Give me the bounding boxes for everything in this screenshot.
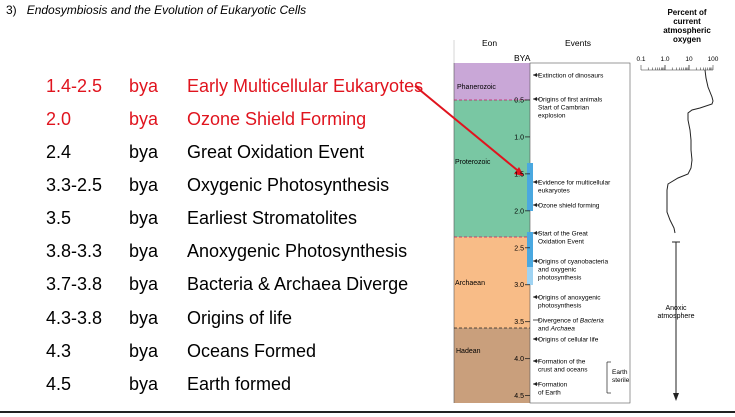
timeline-range: 3.7-3.8 bbox=[46, 274, 103, 294]
event-label: Divergence of Bacteria bbox=[538, 318, 604, 325]
title-text: Endosymbiosis and the Evolution of Eukar… bbox=[26, 3, 307, 17]
timeline-range: 4.3 bbox=[46, 341, 72, 361]
timeline-unit: bya bbox=[129, 374, 159, 394]
evidence-bar-archaean bbox=[527, 267, 533, 285]
bya-tick-label: 1.0 bbox=[514, 134, 524, 141]
event-label: Origins of first animals bbox=[538, 97, 603, 104]
event-label: Origins of cyanobacteria bbox=[538, 259, 608, 266]
oxygen-tick-label: 100 bbox=[708, 56, 719, 63]
event-label: Formation of the bbox=[538, 359, 586, 366]
oxygen-tick-label: 1.0 bbox=[660, 56, 669, 63]
event-label: photosynthesis bbox=[538, 275, 582, 282]
timeline-event: Earliest Stromatolites bbox=[187, 208, 358, 228]
anoxic-label-2: atmosphere bbox=[658, 313, 695, 320]
bya-tick-label: 4.0 bbox=[514, 356, 524, 363]
highlight-arrow bbox=[414, 85, 523, 175]
eon-proterozoic-band bbox=[454, 100, 530, 237]
eon-header: Eon bbox=[482, 38, 497, 48]
event-label: Extinction of dinosaurs bbox=[538, 73, 604, 80]
oxygen-tick-label: 0.1 bbox=[636, 56, 645, 63]
timeline-unit: bya bbox=[129, 241, 159, 261]
oxygen-header-line: oxygen bbox=[673, 35, 701, 44]
timeline-event: Bacteria & Archaea Diverge bbox=[187, 274, 409, 294]
timeline-event: Ozone Shield Forming bbox=[187, 109, 367, 129]
timeline-event: Early Multicellular Eukaryotes bbox=[187, 76, 424, 96]
event-label: sterile bbox=[612, 377, 630, 384]
oxygen-curve bbox=[666, 69, 714, 234]
eon-phanerozoic-band bbox=[454, 63, 530, 100]
eon-label-phanerozoic: Phanerozoic bbox=[457, 84, 496, 91]
event-label: Origins of anoxygenic bbox=[538, 295, 601, 302]
event-label: eukaryotes bbox=[538, 188, 571, 195]
evidence-bar-oxygenic bbox=[527, 232, 533, 267]
event-label: crust and oceans bbox=[538, 367, 588, 374]
bya-tick-label: 2.5 bbox=[514, 245, 524, 252]
bya-ticks: 0.5 1.0 1.5 2.0 2.5 3.0 3.5 4.0 4.5 bbox=[514, 97, 530, 400]
timeline-event: Origins of life bbox=[187, 308, 293, 328]
timeline-unit: bya bbox=[129, 308, 159, 328]
title-number: 3) bbox=[6, 3, 17, 17]
bya-header: BYA bbox=[514, 53, 531, 63]
event-label: Start of the Great bbox=[538, 231, 588, 238]
oxygen-header-line: current bbox=[673, 17, 701, 26]
oxygen-tick-labels: 0.1 1.0 10 100 bbox=[636, 56, 718, 63]
event-label: explosion bbox=[538, 113, 566, 120]
bottom-rule bbox=[0, 411, 735, 413]
timeline-range: 4.3-3.8 bbox=[46, 308, 103, 328]
oxygen-header-line: Percent of bbox=[667, 8, 706, 17]
timeline-event: Earth formed bbox=[187, 374, 292, 394]
event-label: Formation bbox=[538, 382, 568, 389]
eon-archaean-band bbox=[454, 237, 530, 328]
eon-label-hadean: Hadean bbox=[456, 348, 481, 355]
timeline-unit: bya bbox=[129, 274, 159, 294]
event-label: Origins of cellular life bbox=[538, 337, 599, 344]
timeline-unit: bya bbox=[129, 142, 159, 162]
timeline-unit: bya bbox=[129, 341, 159, 361]
event-label: Oxidation Event bbox=[538, 239, 584, 246]
events-header: Events bbox=[565, 38, 591, 48]
bya-tick-label: 3.5 bbox=[514, 319, 524, 326]
bya-tick-label: 4.5 bbox=[514, 393, 524, 400]
events-column bbox=[529, 62, 631, 404]
timeline-unit: bya bbox=[129, 76, 159, 96]
bya-tick-label: 3.0 bbox=[514, 282, 524, 289]
event-label: Start of Cambrian bbox=[538, 105, 589, 112]
eon-label-archaean: Archaean bbox=[455, 280, 485, 287]
timeline-range: 2.0 bbox=[46, 109, 72, 129]
bya-tick-label: 0.5 bbox=[514, 97, 524, 104]
timeline-range: 3.3-2.5 bbox=[46, 175, 103, 195]
event-label: Ozone shield forming bbox=[538, 203, 600, 210]
timeline-unit: bya bbox=[129, 208, 159, 228]
event-label: Earth bbox=[612, 369, 628, 376]
timeline-event: Oxygenic Photosynthesis bbox=[187, 175, 390, 195]
timeline-unit: bya bbox=[129, 109, 159, 129]
anoxic-label-1: Anoxic bbox=[665, 305, 687, 312]
timeline-range: 2.4 bbox=[46, 142, 72, 162]
bya-tick-label: 2.0 bbox=[514, 208, 524, 215]
bya-tick-label: 1.5 bbox=[514, 171, 524, 178]
timeline-range: 3.8-3.3 bbox=[46, 241, 103, 261]
event-label: photosynthesis bbox=[538, 303, 582, 310]
timeline-range: 1.4-2.5 bbox=[46, 76, 103, 96]
timeline-range: 4.5 bbox=[46, 374, 72, 394]
timeline-unit: bya bbox=[129, 175, 159, 195]
oxygen-tick-label: 10 bbox=[685, 56, 693, 63]
eon-label-proterozoic: Proterozoic bbox=[455, 159, 491, 166]
event-label: Evidence for multicellular bbox=[538, 180, 611, 187]
timeline-event: Great Oxidation Event bbox=[187, 142, 365, 162]
oxygen-header-line: atmospheric bbox=[663, 26, 711, 35]
event-label: and Archaea bbox=[538, 326, 575, 333]
eon-hadean-band bbox=[454, 328, 530, 403]
timeline-range: 3.5 bbox=[46, 208, 72, 228]
evidence-bar-multicellular bbox=[527, 163, 533, 211]
timeline-event: Oceans Formed bbox=[187, 341, 317, 361]
page-title: 3) Endosymbiosis and the Evolution of Eu… bbox=[6, 3, 306, 17]
timeline-event: Anoxygenic Photosynthesis bbox=[187, 241, 408, 261]
event-label: of Earth bbox=[538, 390, 561, 397]
event-label: and oxygenic bbox=[538, 267, 577, 274]
